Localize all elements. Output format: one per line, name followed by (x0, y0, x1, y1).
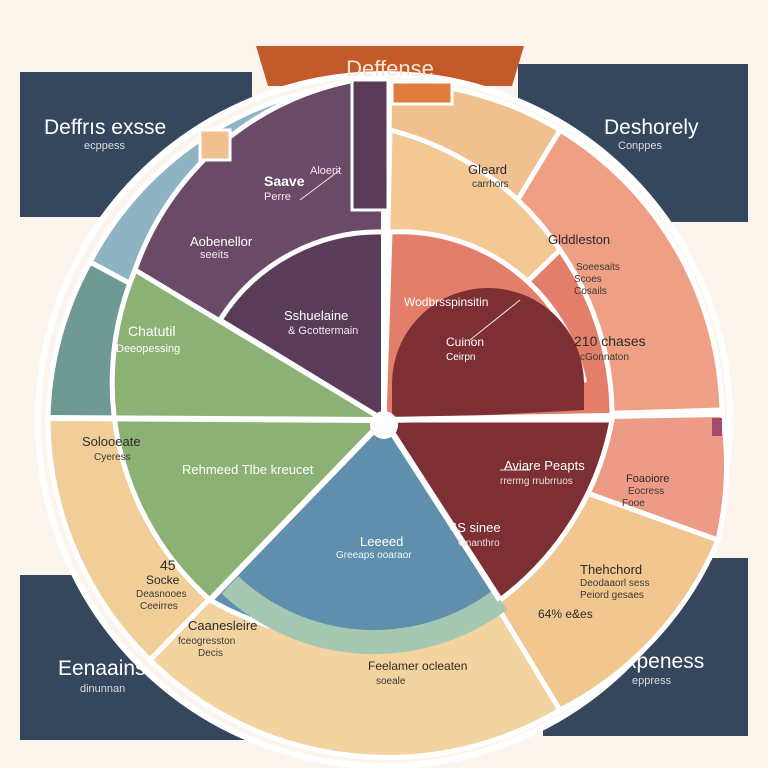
label-pink-right-sub2: Fooe (622, 498, 645, 509)
label-purple-mid-title: Aobenellor (190, 234, 253, 249)
inner-rim-teal (221, 576, 508, 654)
sector-maroon (379, 417, 616, 604)
label-blue-sub: Greeaps ooaraor (336, 550, 412, 561)
label-tan-left-title: Solooeate (82, 434, 141, 449)
center-hub (370, 411, 398, 439)
label-salmon-sub: Soeesaits (576, 262, 620, 273)
label-purple-tag: Aloerit (310, 165, 341, 177)
label-green-sub: Deeopessing (116, 343, 180, 355)
accent-bar-right (712, 418, 722, 436)
core-purple (216, 229, 387, 425)
label-pink-right-sub: Eocress (628, 486, 664, 497)
label-tan-lower-sub: Deasnooes (136, 589, 187, 600)
label-salmon-sub2: Scoes (574, 274, 602, 285)
label-green-title: Chatutil (128, 323, 175, 339)
label-salmon-sub3: Cosails (574, 286, 607, 297)
corner-subtitle-top-left: ecppess (84, 140, 125, 152)
label-tan-right-sub2: Peiord gesaes (580, 590, 644, 601)
label-purple-title: Saave (264, 173, 305, 189)
label-maroon-left-sub: Gnanthro (458, 538, 500, 549)
label-green-inner-title: Rehmeed Tlbe kreucet (182, 462, 314, 477)
label-salmon-right-title: 210 chases (574, 333, 646, 349)
label-tan-lower-sub2: Ceeirres (140, 601, 178, 612)
label-tan-lower-right-title: 64% e&es (538, 607, 593, 621)
label-coral-core-title: Cuinon (446, 335, 484, 349)
label-coral-inner-title: Wodbrsspinsitin (404, 295, 488, 309)
label-bottom-b-title: Feelamer ocleaten (368, 659, 467, 673)
label-bottom-a-sub2: Decis (198, 648, 223, 659)
label-orange-top-title: Gleard (468, 162, 507, 177)
label-purple-mid-sub: seeits (200, 249, 229, 261)
label-tan-lower-title: Socke (146, 573, 180, 587)
label-salmon-title: Glddleston (548, 232, 610, 247)
corner-subtitle-bottom-right: eppress (632, 675, 672, 687)
label-salmon-right-sub: cGonnaton (580, 352, 629, 363)
accent-block-top (390, 80, 454, 106)
label-tan-right-title: Thehchord (580, 562, 642, 577)
label-blue-title: Leeeed (360, 534, 403, 549)
label-purple-inner-title: Sshuelaine (284, 308, 348, 323)
label-maroon-title: Aviare Peapts (504, 458, 585, 473)
label-maroon-sub: rrermg rrubrruos (500, 476, 573, 487)
label-orange-top-sub: carrhors (472, 179, 509, 190)
corner-subtitle-bottom-left: dinunnan (80, 683, 126, 695)
label-bottom-b-sub: soeale (376, 676, 406, 687)
corner-subtitle-top-right: Conppes (618, 140, 663, 152)
label-bottom-a-sub: fceogresston (178, 636, 235, 647)
corner-title-bottom-left: Eenaainsz (58, 657, 157, 680)
corner-title-top-right: Deshorely (604, 116, 699, 139)
title-banner (256, 46, 524, 86)
label-coral-core-sub: Ceirpn (446, 352, 475, 363)
corner-title-top-left: Deffrıs exsse (44, 116, 167, 139)
accent-block-purple-strip (350, 78, 390, 212)
label-purple-sub: Perre (264, 191, 291, 203)
label-maroon-left-title: 4S sinee (450, 520, 501, 535)
label-tan-right-sub: Deodaaorl sess (580, 578, 649, 589)
label-tan-lower-value: 45 (160, 557, 176, 573)
sector-green (109, 266, 388, 604)
label-pink-right-title: Foaoiore (626, 473, 669, 485)
label-bottom-a-title: Caanesleire (188, 618, 257, 633)
separator-spokes (47, 82, 723, 603)
label-tan-left-sub: Cyeress (94, 452, 131, 463)
banner-title: Deffense (346, 56, 434, 81)
label-purple-inner-sub: & Gcottermain (288, 325, 358, 337)
connector-lines (299, 169, 530, 471)
accent-block-top-left (198, 128, 232, 162)
core-maroon-notch (392, 288, 584, 420)
